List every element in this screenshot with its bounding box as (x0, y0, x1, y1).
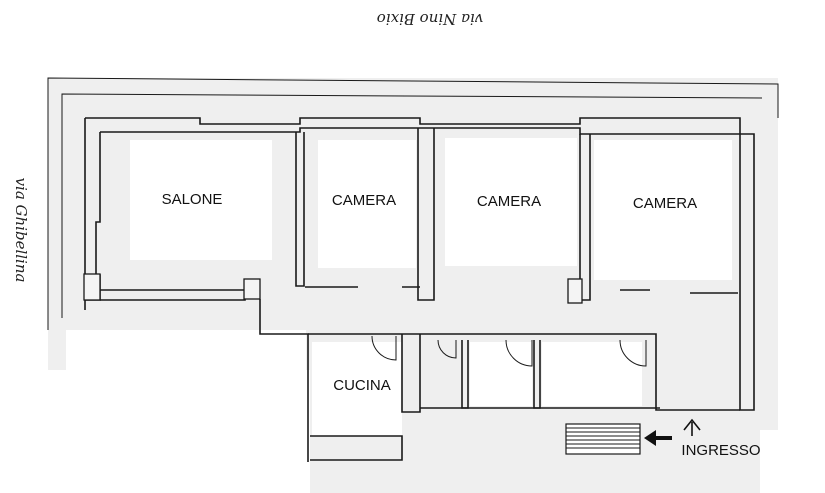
room-cucina-area (312, 342, 402, 436)
door-corridor-1 (437, 339, 457, 359)
entrance-stairs (565, 423, 641, 455)
street-label-left: via Ghibellina (12, 178, 30, 283)
plot-boundary (47, 77, 779, 330)
pillar-left (243, 278, 261, 300)
room-camera1-area (318, 140, 416, 268)
corridor-wall-lower (259, 299, 309, 462)
room-camera3-area (594, 140, 732, 280)
door-bath1 (505, 339, 533, 367)
room-label-camera3: CAMERA (633, 195, 697, 212)
plot-boundary-inner (61, 93, 763, 318)
blank-area-right (760, 430, 825, 493)
room-label-camera2: CAMERA (477, 193, 541, 210)
pillar-left-outer (83, 273, 101, 301)
exterior-wall-top-inner (100, 127, 740, 135)
exterior-wall-top (85, 117, 741, 134)
room-camera2-area (445, 138, 577, 266)
room-bath2-area (542, 342, 642, 406)
room-label-camera1: CAMERA (332, 192, 396, 209)
room-bath1-area (470, 342, 532, 406)
wall-camera1-camera2 (417, 128, 435, 301)
blank-area-left-2 (20, 370, 310, 493)
room-label-salone: SALONE (162, 191, 223, 208)
wall-salone-camera1 (295, 132, 305, 287)
wall-cucina (401, 334, 421, 413)
door-cucina (371, 335, 397, 361)
north-arrow-icon (683, 418, 701, 436)
entrance-label: INGRESSO (681, 442, 760, 459)
wall-camera2-camera3 (579, 134, 591, 301)
cucina-lower-wall (310, 435, 403, 461)
room-salone-area (130, 140, 272, 260)
pillar-center (567, 278, 583, 304)
room-label-cucina: CUCINA (333, 377, 391, 394)
exterior-wall-left-inner (95, 132, 101, 274)
exterior-wall-right (739, 133, 755, 411)
street-label-top: via Nino Bixio (377, 10, 483, 28)
corridor-wall-lower-2 (308, 333, 740, 411)
entrance-arrow-icon (644, 430, 672, 446)
door-bath2 (619, 339, 647, 367)
